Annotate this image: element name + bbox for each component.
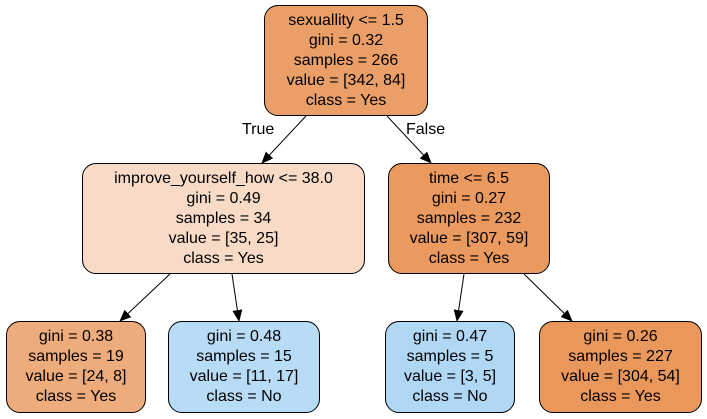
- node-text-line: class = Yes: [183, 249, 264, 267]
- node-text-line: gini = 0.26: [583, 328, 658, 345]
- node-text-line: samples = 232: [416, 209, 522, 227]
- node-text-line: value = [304, 54]: [561, 368, 680, 385]
- node-text-line: gini = 0.47: [412, 328, 488, 345]
- tree-node-right-left: gini = 0.47 samples = 5 value = [3, 5] clas…: [385, 321, 515, 413]
- node-text-line: samples = 227: [568, 348, 673, 365]
- node-text-line: value = [24, 8]: [25, 368, 127, 385]
- node-text-line: gini = 0.38: [38, 328, 114, 345]
- node-text-line: samples = 19: [28, 348, 124, 365]
- tree-node-right-right: gini = 0.26 samples = 227 value = [304, 54…: [539, 321, 702, 413]
- edge-root-to-right: [386, 115, 432, 164]
- node-text-line: gini = 0.49: [186, 189, 261, 207]
- node-text-line: class = Yes: [305, 91, 387, 109]
- node-text-line: class = Yes: [428, 249, 510, 267]
- node-text-line: samples = 34: [175, 209, 272, 227]
- node-text-line: time <= 6.5: [428, 169, 510, 187]
- node-text-line: gini = 0.27: [431, 189, 507, 207]
- node-text-line: value = [3, 5]: [403, 368, 497, 385]
- tree-node-left-right: gini = 0.48 samples = 15 value = [11, 17] c…: [168, 321, 320, 413]
- node-text-line: value = [342, 84]: [286, 71, 406, 89]
- edge-label-false: False: [406, 121, 446, 138]
- edge-root-to-left: [261, 115, 307, 164]
- edge-label-true: True: [242, 121, 275, 138]
- node-text-line: sexuallity <= 1.5: [288, 11, 404, 29]
- node-text-line: class = No: [412, 388, 488, 405]
- edge-right-to-right-right: [523, 273, 573, 322]
- node-text-line: value = [35, 25]: [168, 229, 279, 247]
- tree-node-left: improve_yourself_how <= 38.0 gini = 0.49 s…: [82, 163, 365, 274]
- tree-node-right: time <= 6.5 gini = 0.27 samples = 232 value…: [388, 163, 550, 274]
- edge-left-to-left-left: [119, 273, 171, 322]
- node-text-line: class = No: [206, 388, 282, 405]
- node-text-line: class = Yes: [35, 388, 117, 405]
- node-text-line: class = Yes: [580, 388, 661, 405]
- tree-node-left-left: gini = 0.38 samples = 19 value = [24, 8] cl…: [6, 321, 146, 413]
- node-text-line: samples = 266: [293, 51, 399, 69]
- node-text-line: samples = 5: [406, 348, 494, 365]
- node-text-line: improve_yourself_how <= 38.0: [114, 169, 333, 187]
- node-text-line: value = [307, 59]: [409, 229, 529, 247]
- tree-node-root: sexuallity <= 1.5 gini = 0.32 samples = 26…: [264, 5, 428, 116]
- node-text-line: samples = 15: [196, 348, 292, 365]
- edge-right-to-right-left: [453, 273, 465, 322]
- node-text-line: gini = 0.32: [308, 31, 384, 49]
- edge-left-to-left-right: [231, 273, 243, 322]
- node-text-line: value = [11, 17]: [189, 368, 299, 385]
- node-text-line: gini = 0.48: [206, 328, 282, 345]
